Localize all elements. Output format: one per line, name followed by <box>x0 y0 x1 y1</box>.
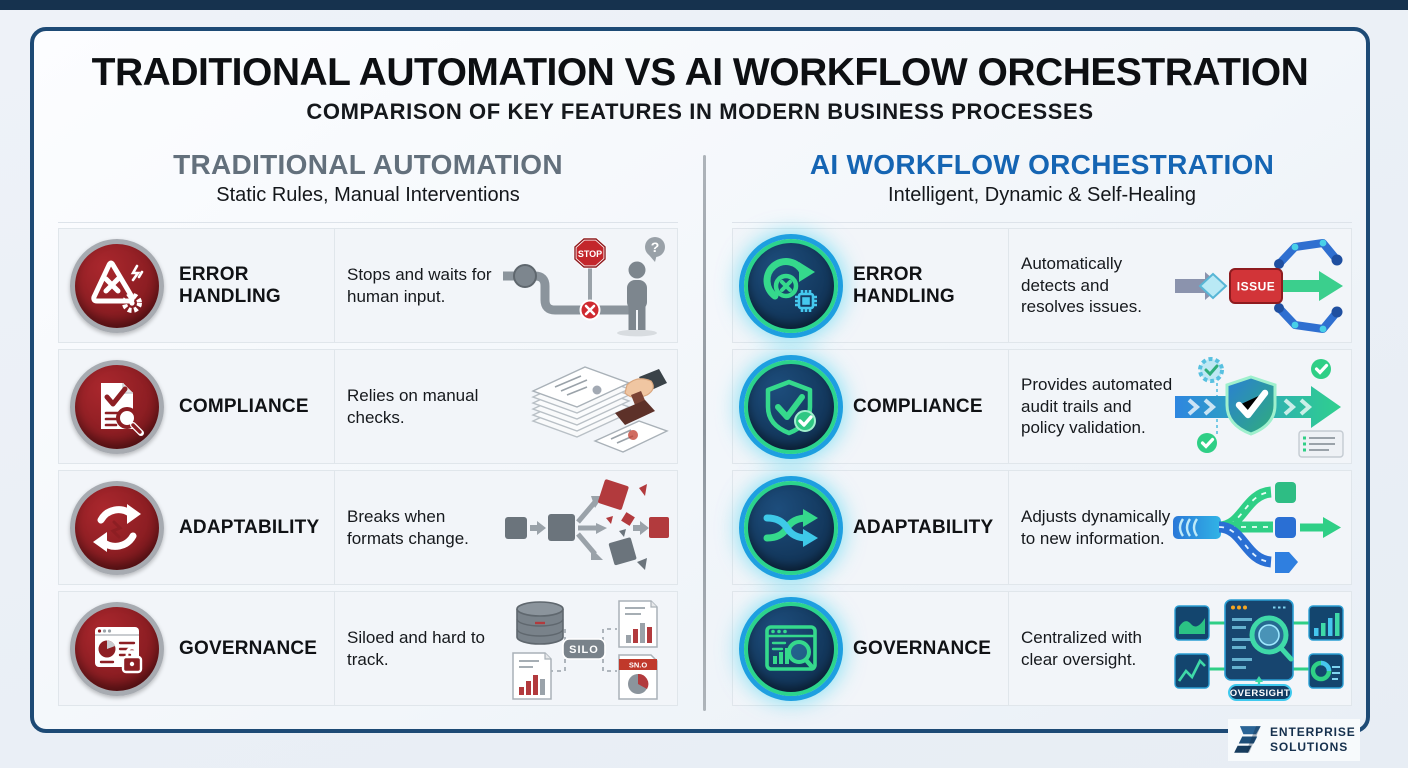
shield-check-icon <box>744 359 838 454</box>
dashboard-magnifier-icon <box>744 601 838 696</box>
feature-label: GOVERNANCE <box>853 637 992 659</box>
feature-label: ADAPTABILITY <box>853 516 994 538</box>
feature-description: Centralized with clear oversight. <box>1021 628 1142 669</box>
feature-description: Automatically detects and resolves issue… <box>1021 254 1142 317</box>
question-mark-label: ? <box>651 239 660 255</box>
brand-line-2: SOLUTIONS <box>1270 740 1349 754</box>
feature-label: COMPLIANCE <box>179 395 309 417</box>
table-row: ADAPTABILITY Adjusts dynamically to new … <box>732 470 1352 585</box>
traditional-column-subtitle: Static Rules, Manual Interventions <box>216 184 520 206</box>
document-check-magnifier-icon <box>70 359 164 454</box>
ai-column-title: AI WORKFLOW ORCHESTRATION <box>809 149 1275 180</box>
feature-label: GOVERNANCE <box>179 637 318 659</box>
traditional-column-header: TRADITIONAL AUTOMATION Static Rules, Man… <box>58 149 678 223</box>
table-row: GOVERNANCE Centralized with clear oversi… <box>732 591 1352 706</box>
feature-description: Relies on manual checks. <box>347 386 479 427</box>
feature-description: Stops and waits for human input. <box>347 265 492 306</box>
table-row: GOVERNANCE Siloed and hard to track. <box>58 591 678 706</box>
audit-trail-illustration <box>1173 355 1345 459</box>
table-row: ERROR HANDLING Automatically detects and… <box>732 228 1352 343</box>
feature-label: ADAPTABILITY <box>179 516 320 538</box>
database-cylinder <box>516 600 564 645</box>
table-row: ERROR HANDLING Stops and waits for human… <box>58 228 678 343</box>
dashboard-lock-icon <box>70 601 164 696</box>
chart-document <box>618 599 658 648</box>
feature-description: Siloed and hard to track. <box>347 628 485 669</box>
stamping-hand <box>615 368 667 425</box>
silo-files-illustration: SN.O SILO <box>499 597 671 701</box>
broken-refresh-arrows-icon <box>70 480 164 575</box>
feature-label: ERROR HANDLING <box>179 263 281 307</box>
brand-name: ENTERPRISE SOLUTIONS <box>1270 725 1356 755</box>
chart-document <box>512 651 552 700</box>
table-row: COMPLIANCE Provides automated audit trai… <box>732 349 1352 464</box>
traditional-column-title: TRADITIONAL AUTOMATION <box>173 149 563 180</box>
oversight-badge-label: OVERSIGHT <box>1230 688 1290 699</box>
feature-label: ERROR HANDLING <box>853 263 955 307</box>
sno-file-label: SN.O <box>629 660 648 669</box>
pie-file: SN.O <box>618 653 658 700</box>
waiting-person-figure <box>627 261 647 330</box>
robotic-issue-illustration: ISSUE <box>1173 234 1345 338</box>
auto-repair-cycle-chip-icon <box>744 238 838 333</box>
top-accent-bar <box>0 0 1408 10</box>
stop-sign-label: STOP <box>578 249 602 259</box>
enterprise-logo-icon <box>1234 726 1261 753</box>
page-title: TRADITIONAL AUTOMATION VS AI WORKFLOW OR… <box>91 51 1309 94</box>
page-subtitle: COMPARISON OF KEY FEATURES IN MODERN BUS… <box>306 99 1094 124</box>
silo-badge-label: SILO <box>569 644 599 656</box>
feature-label: COMPLIANCE <box>853 395 983 417</box>
feature-description: Adjusts dynamically to new information. <box>1021 507 1171 548</box>
table-row: ADAPTABILITY Breaks when formats change. <box>58 470 678 585</box>
warning-triangle-gear-icon <box>70 238 164 333</box>
central-dashboard-illustration: OVERSIGHT <box>1173 597 1345 701</box>
ai-column-subtitle: Intelligent, Dynamic & Self-Healing <box>888 184 1196 206</box>
ai-column-header: AI WORKFLOW ORCHESTRATION Intelligent, D… <box>732 149 1352 223</box>
traditional-column: TRADITIONAL AUTOMATION Static Rules, Man… <box>58 149 678 706</box>
brand-logo: ENTERPRISE SOLUTIONS <box>1228 719 1360 761</box>
issue-badge-label: ISSUE <box>1237 279 1276 293</box>
infographic-frame: TRADITIONAL AUTOMATION VS AI WORKFLOW OR… <box>30 27 1370 733</box>
table-row: COMPLIANCE Relies on manual checks. <box>58 349 678 464</box>
feature-description: Breaks when formats change. <box>347 507 469 548</box>
ai-column: AI WORKFLOW ORCHESTRATION Intelligent, D… <box>732 149 1352 706</box>
shattered-blocks-illustration <box>499 476 671 580</box>
shuffle-arrows-icon <box>744 480 838 575</box>
paper-stamp-illustration <box>499 355 671 459</box>
brand-line-1: ENTERPRISE <box>1270 725 1356 739</box>
column-divider <box>703 155 706 711</box>
stop-sign-illustration: STOP ? <box>499 234 671 338</box>
branching-flows-illustration <box>1173 476 1345 580</box>
feature-description: Provides automated audit trails and poli… <box>1021 375 1173 438</box>
